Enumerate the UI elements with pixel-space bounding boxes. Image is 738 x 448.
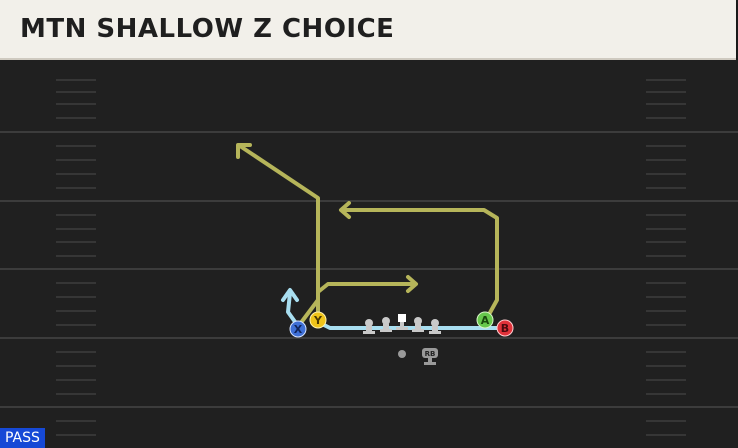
- receiver-y[interactable]: Y: [309, 311, 327, 329]
- title-bar: MTN SHALLOW Z CHOICE: [0, 0, 736, 60]
- offensive-line: [363, 314, 441, 334]
- receiver-x[interactable]: X: [289, 320, 307, 338]
- x-button-label: X: [294, 323, 303, 336]
- rb-label: RB: [425, 350, 436, 358]
- hash-marks-right: [646, 79, 686, 436]
- lineman-icon: [380, 317, 392, 332]
- lineman-icon: [363, 319, 375, 334]
- route-a-dig: [341, 208, 499, 320]
- route-x-post-arrow: [236, 143, 252, 159]
- routes: [236, 143, 499, 326]
- y-button-icon: [309, 311, 327, 329]
- a-button-icon: [476, 311, 494, 329]
- route-x-post: [238, 144, 320, 326]
- field-turf: [0, 60, 738, 448]
- rb-marker: RB: [422, 348, 438, 365]
- a-button-label: A: [481, 314, 490, 327]
- route-a-dig-arrow: [339, 201, 351, 219]
- yard-lines: [0, 131, 738, 408]
- receiver-a[interactable]: A: [476, 311, 494, 329]
- play-title: MTN SHALLOW Z CHOICE: [20, 14, 395, 44]
- route-y-shallow-arrow: [406, 275, 418, 293]
- field: RB X Y A B: [0, 60, 738, 448]
- play-type-tag: PASS: [0, 428, 45, 448]
- quarterback-marker: [398, 350, 406, 358]
- x-button-icon: [289, 320, 307, 338]
- b-button-icon: [496, 319, 514, 337]
- lineman-icon: [412, 317, 424, 332]
- y-button-label: Y: [313, 314, 323, 327]
- lineman-icon: [429, 319, 441, 334]
- center-icon: [396, 314, 408, 330]
- receiver-b[interactable]: B: [496, 319, 514, 337]
- route-y-shallow: [316, 282, 416, 320]
- b-button-label: B: [501, 322, 509, 335]
- hash-marks-left: [56, 79, 96, 436]
